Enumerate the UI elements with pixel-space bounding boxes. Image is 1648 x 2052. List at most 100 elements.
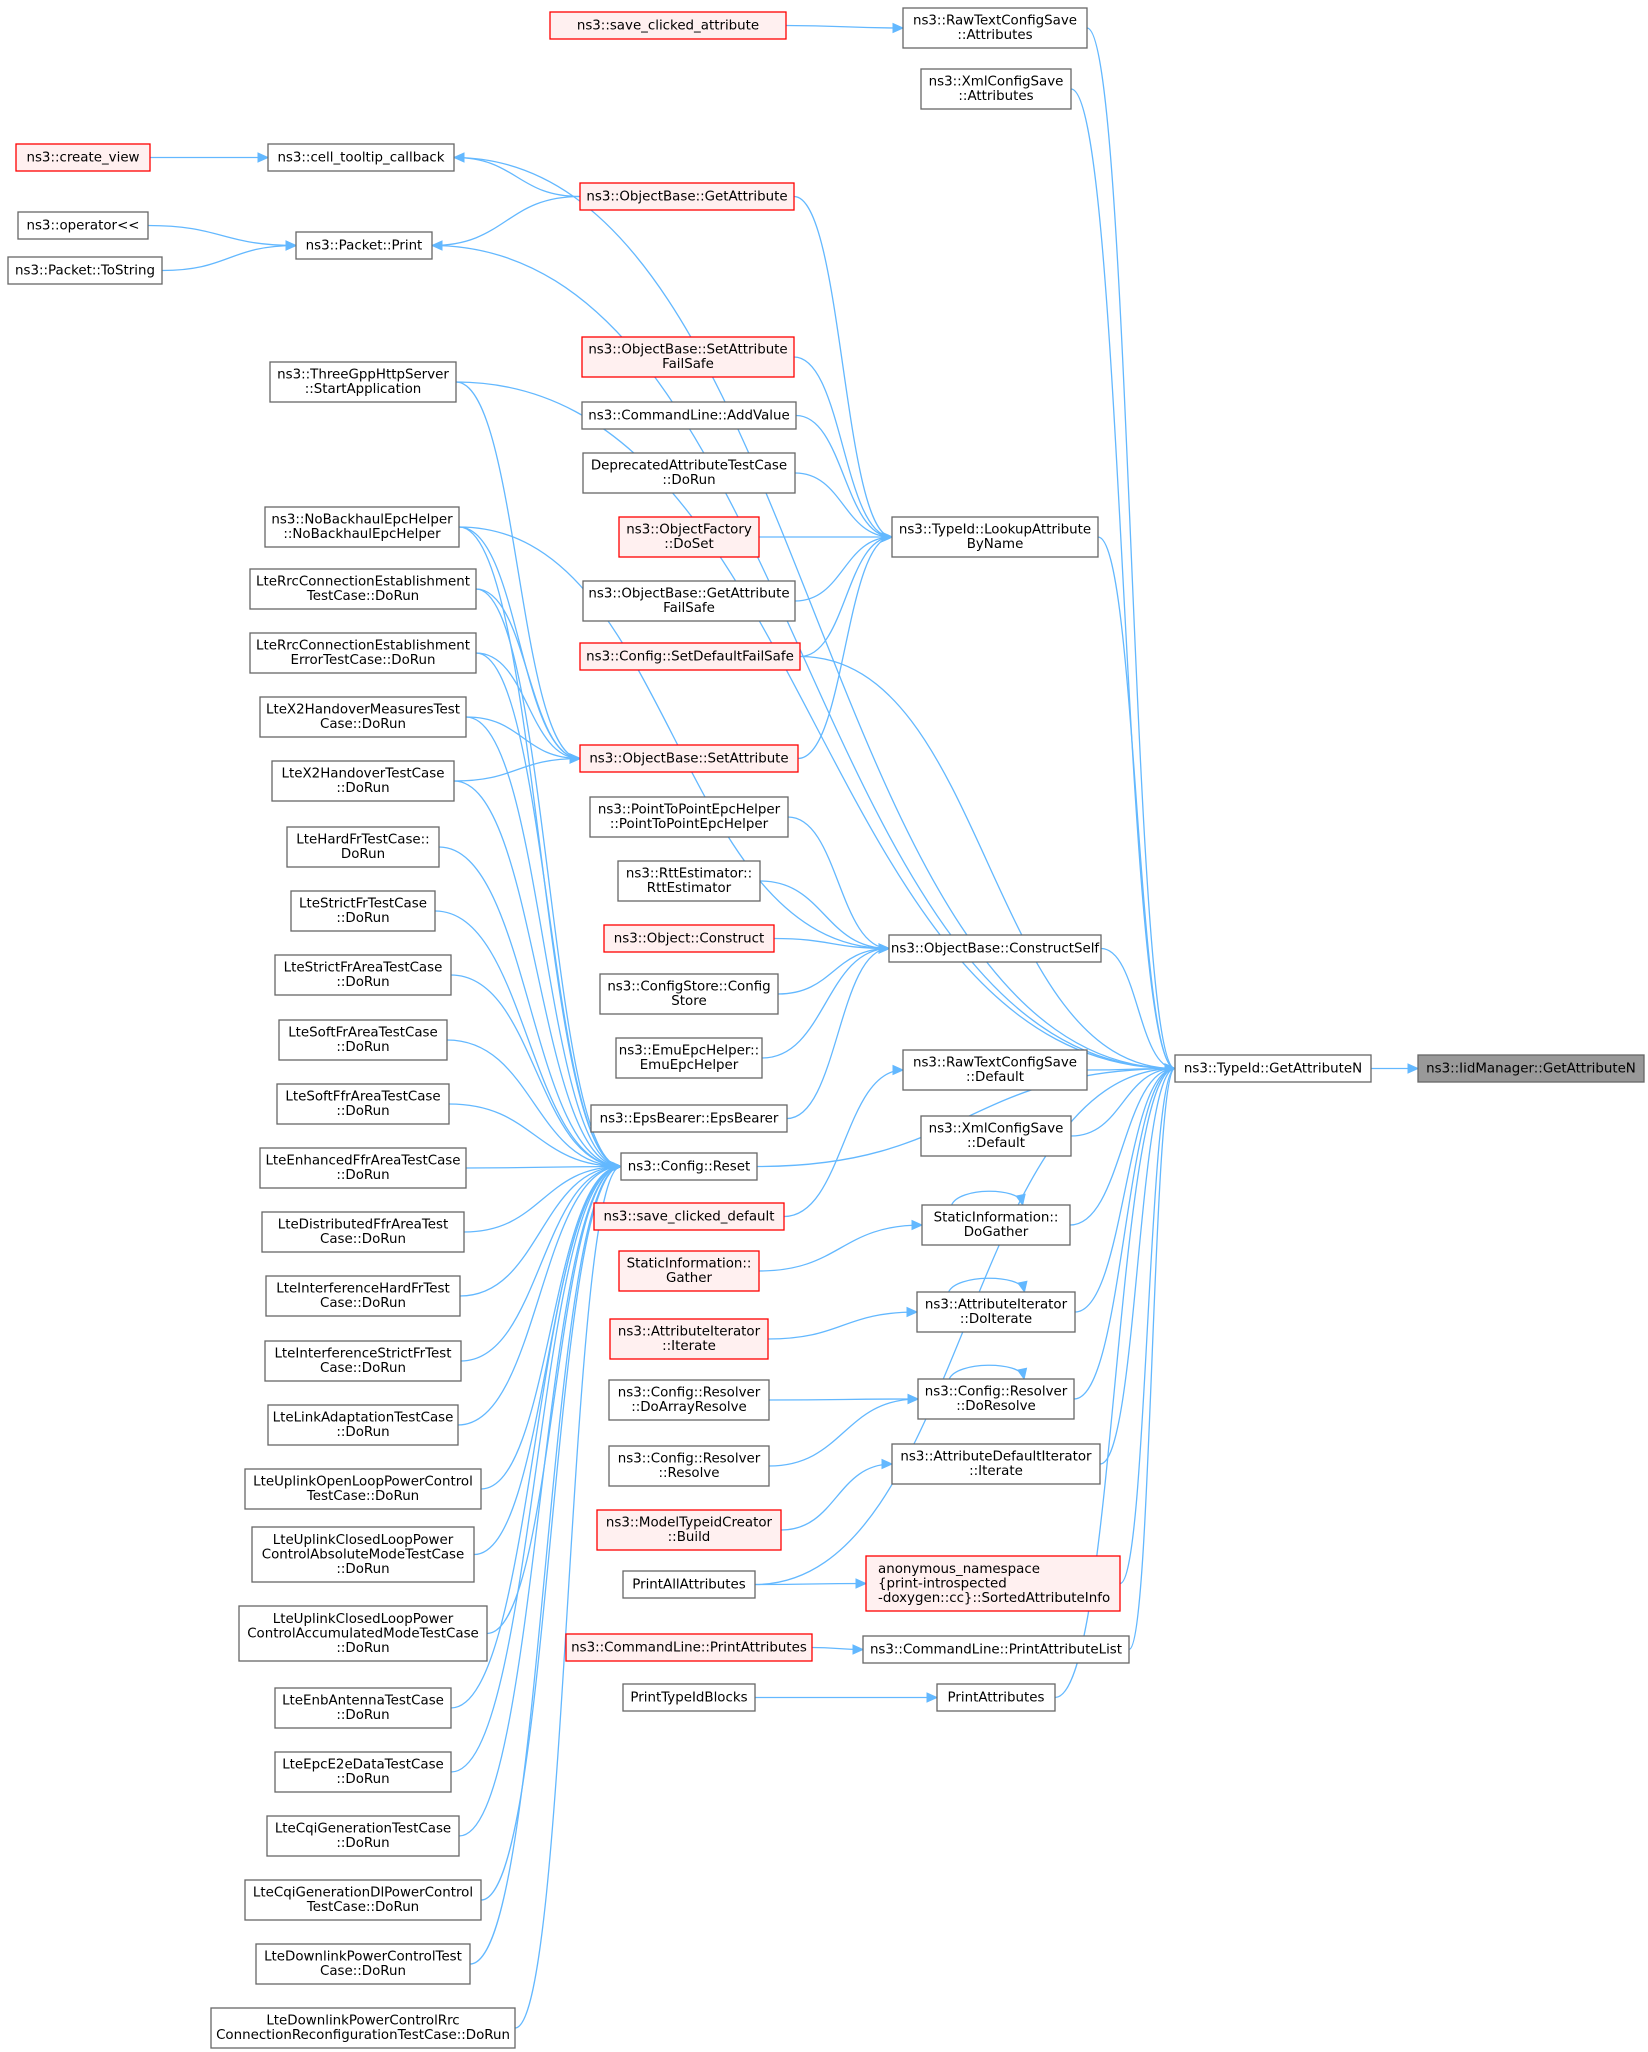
node-epsbearer[interactable]: ns3::EpsBearer::EpsBearer	[590, 1104, 788, 1133]
node-getattrn[interactable]: ns3::TypeId::GetAttributeN	[1174, 1054, 1372, 1083]
edge-arrowhead	[569, 753, 582, 764]
node-cmd_printattrs[interactable]: ns3::CommandLine::PrintAttributes	[565, 1633, 813, 1662]
node-box	[271, 760, 455, 802]
node-packet_tostring[interactable]: ns3::Packet::ToString	[7, 256, 163, 285]
node-box	[917, 1378, 1075, 1420]
node-box	[862, 1635, 1130, 1664]
node-label: ns3::operator<<	[26, 218, 139, 233]
node-printattrs[interactable]: PrintAttributes	[936, 1683, 1056, 1712]
node-attrdef_iterate[interactable]: ns3::AttributeDefaultIterator::Iterate	[891, 1443, 1101, 1485]
node-label: DoRun	[341, 847, 385, 862]
node-strictfrarea[interactable]: LteStrictFrAreaTestCase::DoRun	[274, 954, 452, 996]
node-attr_doiterate[interactable]: ns3::AttributeIterator::DoIterate	[916, 1291, 1076, 1333]
edge-strictfrarea-to-config_reset	[450, 974, 622, 1168]
node-deprecated[interactable]: DeprecatedAttributeTestCase::DoRun	[582, 452, 796, 494]
node-label: ::Iterate	[662, 1339, 716, 1354]
node-p2p[interactable]: ns3::PointToPointEpcHelper::PointToPoint…	[589, 796, 789, 838]
node-rawtext_def[interactable]: ns3::RawTextConfigSave::Default	[902, 1049, 1088, 1091]
node-xml_attr[interactable]: ns3::XmlConfigSave::Attributes	[920, 68, 1072, 110]
node-ob_setattr[interactable]: ns3::ObjectBase::SetAttribute	[579, 744, 799, 773]
node-static_gather[interactable]: StaticInformation::Gather	[618, 1250, 760, 1292]
node-label: LteSoftFrAreaTestCase	[288, 1026, 438, 1041]
node-configstore[interactable]: ns3::ConfigStore::ConfigStore	[599, 973, 779, 1015]
node-box	[620, 1152, 758, 1181]
node-epce2e[interactable]: LteEpcE2eDataTestCase::DoRun	[274, 1751, 452, 1793]
node-cqigen[interactable]: LteCqiGenerationTestCase::DoRun	[266, 1815, 460, 1857]
edge-x2_measures-to-ob_setattr	[465, 716, 581, 760]
node-resolver_doresolve[interactable]: ns3::Config::Resolver::DoResolve	[917, 1378, 1075, 1420]
node-x2_handover[interactable]: LteX2HandoverTestCase::DoRun	[271, 760, 455, 802]
node-cmd_addvalue[interactable]: ns3::CommandLine::AddValue	[581, 401, 797, 430]
node-rrc_est[interactable]: LteRrcConnectionEstablishmentTestCase::D…	[249, 568, 477, 610]
node-setdefault_fs[interactable]: ns3::Config::SetDefaultFailSafe	[579, 642, 801, 671]
node-nobackhaul[interactable]: ns3::NoBackhaulEpcHelper::NoBackhaulEpcH…	[264, 506, 460, 548]
node-ul_closed_acc[interactable]: LteUplinkClosedLoopPowerControlAccumulat…	[238, 1605, 488, 1662]
node-rawtext_attr[interactable]: ns3::RawTextConfigSave::Attributes	[902, 7, 1088, 49]
node-static_dogather[interactable]: StaticInformation::DoGather	[921, 1204, 1071, 1246]
edge-xml_attr-to-getattrn	[1070, 88, 1176, 1070]
node-resolver_resolve[interactable]: ns3::Config::Resolver::Resolve	[608, 1445, 770, 1487]
node-emuepc[interactable]: ns3::EmuEpcHelper::EmuEpcHelper	[615, 1037, 763, 1079]
node-config_reset[interactable]: ns3::Config::Reset	[620, 1152, 758, 1181]
node-label: ::DoArrayResolve	[631, 1400, 747, 1415]
edge-enhancedffr-to-config_reset	[465, 1165, 622, 1169]
node-attr_iterate[interactable]: ns3::AttributeIterator::Iterate	[609, 1318, 769, 1360]
node-rtt[interactable]: ns3::RttEstimator::RttEstimator	[617, 860, 761, 902]
node-save_clicked_attr[interactable]: ns3::save_clicked_attribute	[549, 11, 787, 40]
node-hardfr[interactable]: LteHardFrTestCase::DoRun	[286, 826, 440, 868]
node-label: PrintAllAttributes	[632, 1577, 746, 1592]
node-xml_def[interactable]: ns3::XmlConfigSave::Default	[920, 1115, 1072, 1157]
node-label: LteSoftFfrAreaTestCase	[285, 1090, 440, 1105]
edge-rrc_est-to-ob_setattr	[475, 588, 581, 760]
node-label: FailSafe	[662, 357, 714, 372]
node-modeltypeid[interactable]: ns3::ModelTypeidCreator::Build	[596, 1509, 782, 1551]
node-label: anonymous_namespace	[878, 1562, 1040, 1577]
edge-arrowhead	[257, 152, 270, 163]
node-create_view[interactable]: ns3::create_view	[15, 143, 151, 172]
node-cell_tooltip[interactable]: ns3::cell_tooltip_callback	[267, 143, 455, 172]
node-enbantenna[interactable]: LteEnbAntennaTestCase::DoRun	[274, 1687, 452, 1729]
node-construct[interactable]: ns3::Object::Construct	[603, 924, 775, 953]
node-rrc_est_err[interactable]: LteRrcConnectionEstablishmentErrorTestCa…	[249, 632, 477, 674]
node-softffrarea[interactable]: LteSoftFfrAreaTestCase::DoRun	[276, 1083, 450, 1125]
node-save_clicked_def[interactable]: ns3::save_clicked_default	[593, 1202, 785, 1231]
node-constructself[interactable]: ns3::ObjectBase::ConstructSelf	[888, 934, 1102, 963]
node-label: ns3::Config::Resolver	[925, 1385, 1068, 1400]
node-printtypeid[interactable]: PrintTypeIdBlocks	[622, 1683, 756, 1712]
edge-arrowhead	[906, 1306, 919, 1318]
node-enhancedffr[interactable]: LteEnhancedFfrAreaTestCase::DoRun	[259, 1147, 467, 1189]
node-operator[interactable]: ns3::operator<<	[17, 211, 149, 240]
node-strictfr[interactable]: LteStrictFrTestCase::DoRun	[290, 890, 436, 932]
edge-softfrarea-to-config_reset	[446, 1039, 622, 1168]
edge-attr_doiterate-to-getattrn	[1074, 1067, 1176, 1313]
node-label: LteStrictFrTestCase	[299, 897, 427, 912]
node-resolver_doarray[interactable]: ns3::Config::Resolver::DoArrayResolve	[608, 1379, 770, 1421]
node-softfrarea[interactable]: LteSoftFrAreaTestCase::DoRun	[278, 1019, 448, 1061]
node-cmd_printattrlist[interactable]: ns3::CommandLine::PrintAttributeList	[862, 1635, 1130, 1664]
node-objfactory[interactable]: ns3::ObjectFactory::DoSet	[618, 516, 760, 558]
node-ob_getattr[interactable]: ns3::ObjectBase::GetAttribute	[579, 182, 795, 211]
node-label: LteDownlinkPowerControlRrc	[266, 2014, 459, 2029]
node-ul_openloop[interactable]: LteUplinkOpenLoopPowerControlTestCase::D…	[244, 1468, 482, 1510]
edge-x2_measures-to-config_reset	[465, 716, 622, 1168]
node-ul_closed_abs[interactable]: LteUplinkClosedLoopPowerControlAbsoluteM…	[251, 1526, 475, 1583]
node-cqigen_dl[interactable]: LteCqiGenerationDlPowerControlTestCase::…	[244, 1879, 482, 1921]
node-anon[interactable]: anonymous_namespace{print-introspected-d…	[865, 1555, 1121, 1612]
node-label: ::DoSet	[664, 537, 714, 552]
node-linkadapt[interactable]: LteLinkAdaptationTestCase::DoRun	[267, 1404, 459, 1446]
node-dl_power_rrc[interactable]: LteDownlinkPowerControlRrcConnectionReco…	[210, 2007, 516, 2049]
node-printall[interactable]: PrintAllAttributes	[622, 1570, 756, 1599]
node-box	[618, 516, 760, 558]
node-target: ns3::IidManager::GetAttributeN	[1417, 1054, 1645, 1083]
node-packet_print[interactable]: ns3::Packet::Print	[295, 231, 433, 260]
node-threegpp[interactable]: ns3::ThreeGppHttpServer::StartApplicatio…	[269, 361, 457, 403]
